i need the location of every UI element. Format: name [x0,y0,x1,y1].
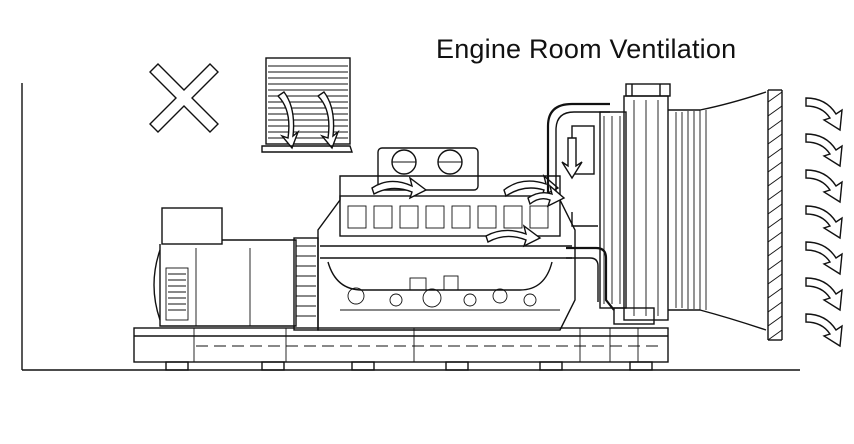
discharge-duct [668,91,767,331]
curved-arrow-icon [805,313,843,348]
airflow-arrows [805,97,843,348]
diagram-title: Engine Room Ventilation [436,34,737,64]
skid-base [133,327,669,371]
radiator [527,83,671,325]
curved-arrow-icon [805,97,843,132]
curved-arrow-icon [805,277,843,312]
curved-arrow-icon [805,205,843,240]
room-walls [21,83,800,371]
alternator [153,207,319,331]
engine-block [317,147,576,331]
intake-louver [261,57,353,153]
x-cross-icon [149,63,219,133]
curved-arrow-icon [805,241,843,276]
curved-arrow-icon [805,133,843,168]
curved-arrow-icon [805,169,843,204]
